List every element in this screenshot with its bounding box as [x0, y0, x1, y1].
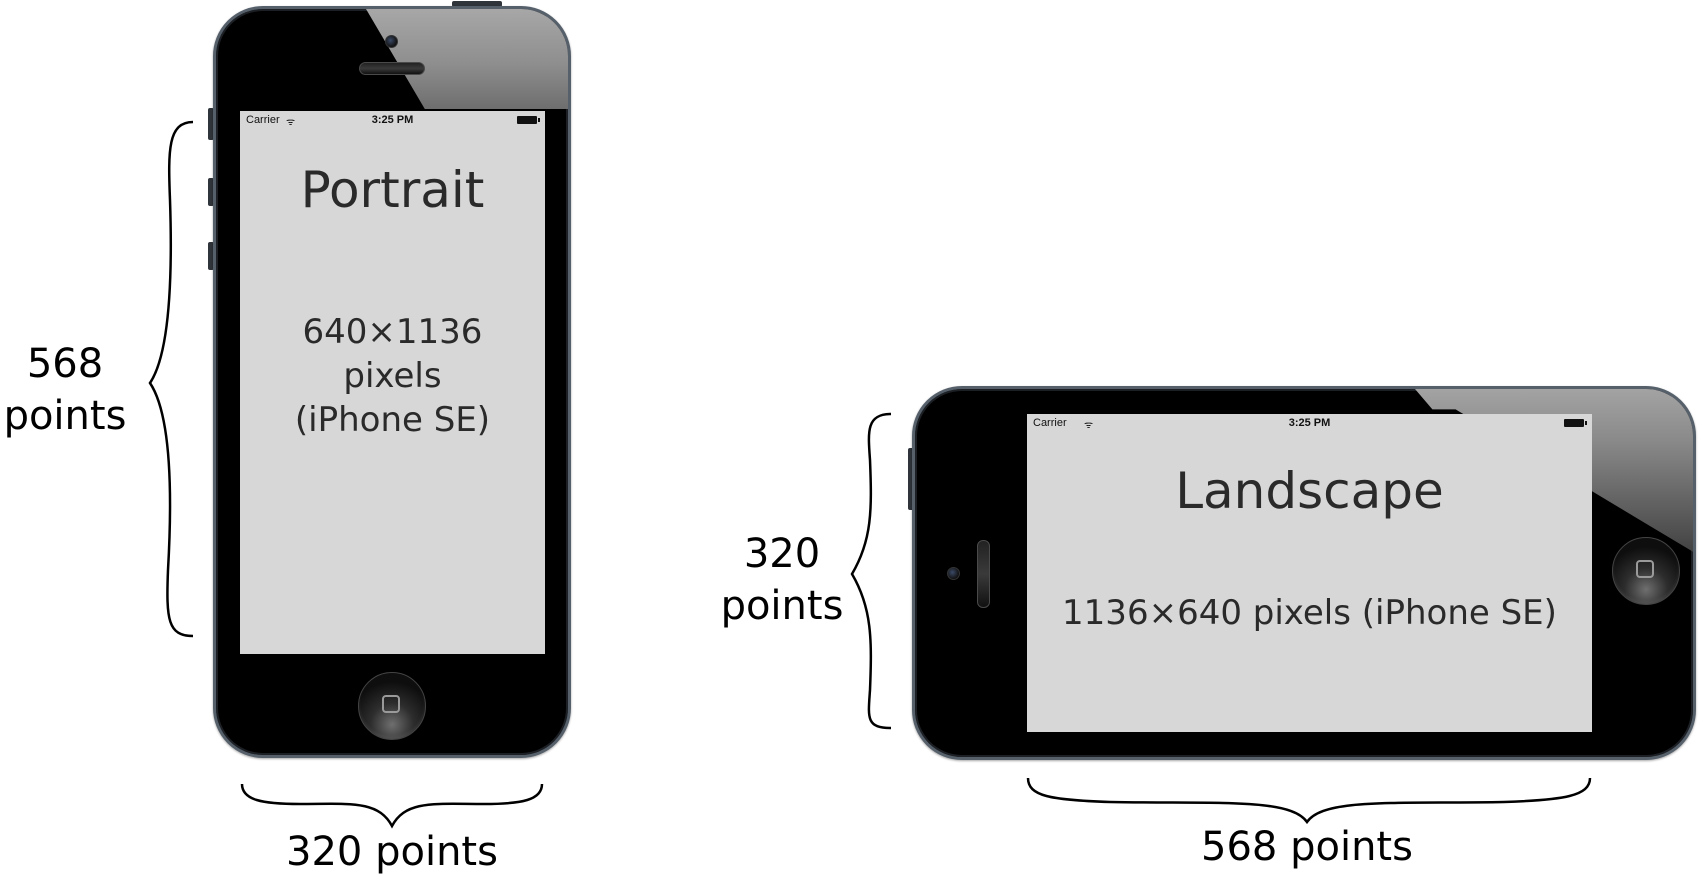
- portrait-height-value: 568: [26, 341, 104, 387]
- landscape-width-label: 568 points: [1201, 824, 1413, 870]
- portrait-screen: Carrier ᯤ 3:25 PM Portrait 640×1136 pixe…: [240, 111, 545, 654]
- camera-icon: [385, 35, 398, 48]
- portrait-height-label: 568 points: [0, 338, 130, 442]
- speaker-icon: [359, 62, 425, 75]
- landscape-side-button: [908, 448, 914, 510]
- speaker-icon: [977, 540, 990, 608]
- status-time: 3:25 PM: [1288, 417, 1331, 429]
- status-time: 3:25 PM: [371, 114, 414, 126]
- wifi-icon: ᯤ: [286, 117, 296, 128]
- status-bar: Carrier ᯤ 3:25 PM: [240, 111, 545, 129]
- portrait-width-brace: [240, 783, 544, 829]
- battery-icon: [1564, 419, 1587, 427]
- landscape-title: Landscape: [1175, 462, 1444, 520]
- portrait-resolution-line-1: 640×1136: [302, 312, 483, 352]
- portrait-width-label: 320 points: [286, 829, 498, 875]
- wifi-icon: ᯤ: [1084, 420, 1094, 431]
- volume-up-button: [208, 178, 214, 206]
- sleep-button: [452, 1, 502, 7]
- mute-switch: [208, 108, 214, 140]
- landscape-height-brace: [850, 412, 892, 730]
- landscape-height-label: 320 points: [712, 528, 852, 632]
- portrait-home-button-icon: [358, 672, 426, 740]
- portrait-glare: [366, 9, 568, 109]
- battery-icon: [517, 116, 540, 124]
- landscape-height-unit: points: [720, 583, 844, 629]
- landscape-width-brace: [1026, 777, 1592, 825]
- landscape-resolution: 1136×640 pixels (iPhone SE): [1062, 593, 1557, 633]
- portrait-title: Portrait: [300, 161, 485, 219]
- portrait-resolution-line-2: pixels: [343, 356, 442, 396]
- carrier-label: Carrier: [246, 114, 280, 126]
- status-bar: Carrier ᯤ 3:25 PM: [1027, 414, 1592, 432]
- portrait-height-brace: [148, 120, 194, 638]
- portrait-height-unit: points: [3, 393, 127, 439]
- landscape-screen: Carrier ᯤ 3:25 PM Landscape 1136×640 pix…: [1027, 414, 1592, 732]
- camera-icon: [947, 567, 960, 580]
- landscape-home-button-icon: [1612, 537, 1680, 605]
- carrier-label: Carrier: [1033, 417, 1067, 429]
- portrait-resolution-line-3: (iPhone SE): [294, 400, 491, 440]
- volume-down-button: [208, 242, 214, 270]
- landscape-height-value: 320: [743, 531, 821, 577]
